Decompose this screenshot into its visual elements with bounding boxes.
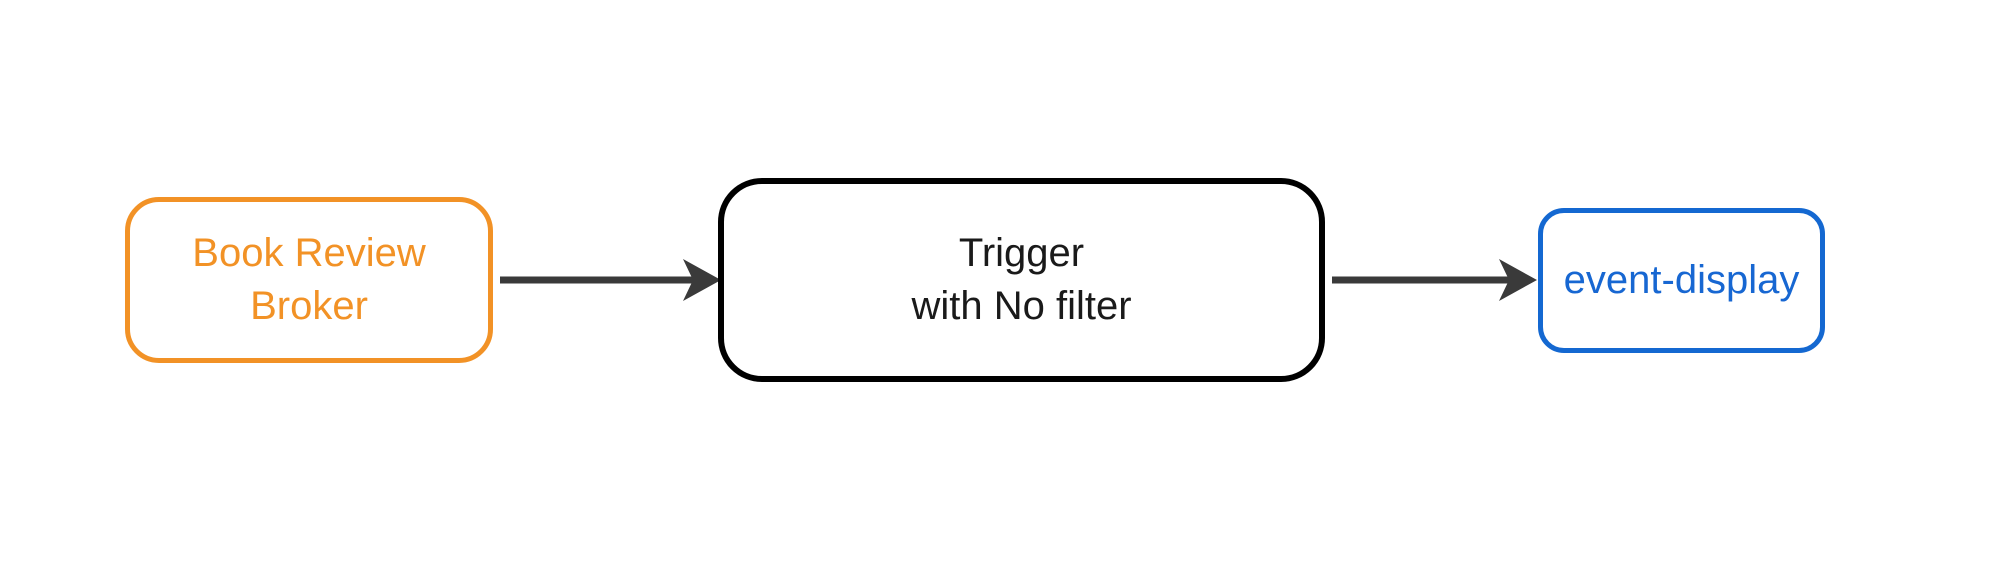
edge-broker-to-trigger (500, 259, 721, 301)
node-event-display-label: event-display (1563, 258, 1800, 302)
arrowhead-right-icon (683, 259, 721, 301)
edge-trigger-to-event-display (1332, 259, 1537, 301)
node-event-display: event-display (1538, 208, 1825, 353)
arrowhead-right-icon (1499, 259, 1537, 301)
node-trigger-with-no-filter: Trigger with No filter (718, 178, 1325, 382)
node-book-review-broker-label: Book Review Broker (192, 231, 426, 328)
node-trigger-with-no-filter-label: Trigger with No filter (911, 231, 1132, 328)
node-book-review-broker: Book Review Broker (125, 197, 493, 363)
